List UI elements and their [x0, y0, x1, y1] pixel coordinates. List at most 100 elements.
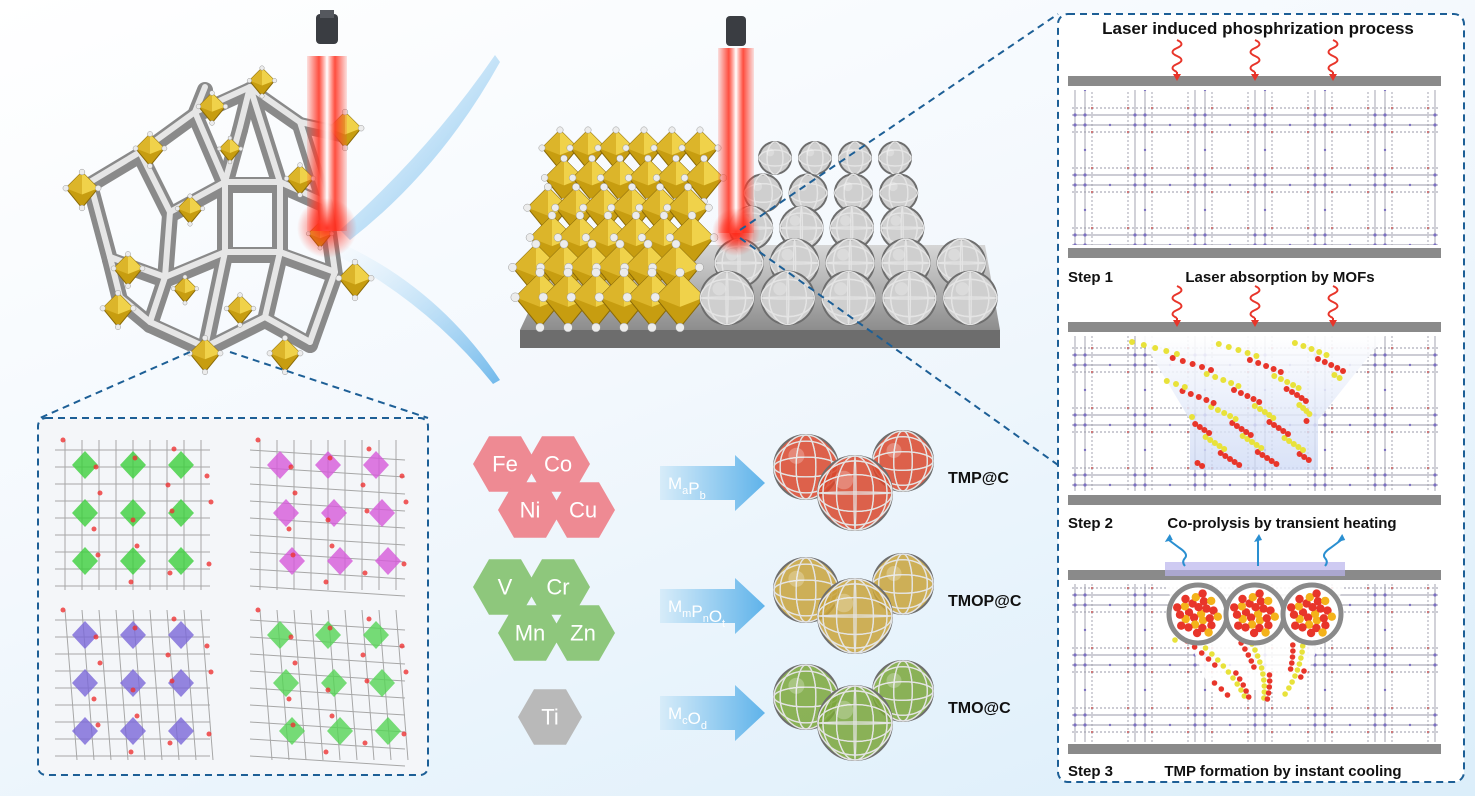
- particle: [1243, 688, 1249, 694]
- particle: [1169, 355, 1176, 361]
- process-panel: Laser induced phosphrization process Ste…: [1057, 13, 1465, 783]
- octahedron-node: [650, 267, 710, 333]
- particle: [1203, 371, 1210, 377]
- laser-beam-center: [718, 48, 754, 233]
- carbon-cage: [833, 173, 874, 213]
- particle: [1290, 441, 1297, 447]
- laser-wave-icon: [1327, 39, 1339, 81]
- mof-structures-inset: [37, 417, 429, 776]
- particle: [1255, 360, 1262, 366]
- element-symbol: Fe: [492, 452, 518, 477]
- crystal-structure: [249, 437, 409, 597]
- element-hexagon: Cr: [526, 559, 590, 615]
- particle: [1240, 682, 1246, 688]
- carbon-cage: [758, 141, 792, 175]
- particle: [1245, 694, 1252, 700]
- step-3-number: Step 3: [1068, 763, 1113, 780]
- product-label: TMOP@C: [948, 593, 1022, 610]
- particle: [1252, 647, 1258, 653]
- particle: [1209, 651, 1215, 657]
- bar: [1068, 495, 1441, 505]
- nanoparticle: [1223, 582, 1287, 646]
- particle: [1212, 662, 1218, 668]
- particles-stage2: [1129, 339, 1346, 469]
- particle: [1229, 420, 1236, 426]
- particle: [1251, 664, 1257, 670]
- element-hexagon: Ti: [518, 689, 582, 745]
- particle: [1263, 363, 1270, 369]
- octahedron-node: [335, 258, 375, 302]
- particle: [1207, 437, 1214, 443]
- particle: [1296, 661, 1303, 667]
- particle: [1215, 657, 1221, 663]
- particle: [1271, 422, 1277, 428]
- particle: [1260, 671, 1266, 677]
- particle: [1220, 663, 1227, 669]
- substrate-octahedra: [508, 126, 728, 333]
- particle: [1172, 637, 1178, 643]
- particle: [1237, 390, 1244, 396]
- particle: [1257, 406, 1263, 412]
- particle: [1298, 655, 1304, 661]
- particle: [1179, 358, 1186, 364]
- element-symbol: Cu: [569, 498, 597, 523]
- bar: [1068, 76, 1441, 86]
- formula: MaPb: [668, 474, 706, 502]
- particle: [1206, 430, 1213, 436]
- formula: MmPnOt: [668, 597, 725, 630]
- particle: [1251, 403, 1258, 409]
- carbon-cage: [699, 270, 755, 326]
- particle: [1258, 445, 1265, 451]
- particle: [1254, 449, 1261, 455]
- particle: [1163, 378, 1170, 384]
- particle: [1292, 673, 1298, 679]
- particle: [1234, 681, 1240, 687]
- particle: [1212, 374, 1219, 380]
- particle: [1221, 410, 1228, 416]
- particle: [1189, 414, 1195, 420]
- particle: [1295, 385, 1302, 391]
- particle: [1295, 444, 1302, 450]
- particle: [1231, 459, 1238, 465]
- particle: [1294, 392, 1300, 398]
- particle: [1214, 407, 1221, 413]
- particle: [1247, 432, 1254, 438]
- particle: [1334, 365, 1341, 371]
- octahedron-node: [678, 126, 722, 174]
- particle: [1211, 440, 1218, 446]
- particle: [1300, 343, 1307, 349]
- particle: [1236, 676, 1243, 682]
- particle: [1273, 461, 1280, 467]
- octahedron-node: [223, 292, 257, 328]
- bar: [1068, 744, 1441, 754]
- emission-arrows: [1164, 534, 1346, 567]
- particle: [1233, 423, 1240, 429]
- particle: [1249, 439, 1255, 445]
- particle: [1220, 377, 1227, 383]
- particle: [1236, 462, 1243, 468]
- particle: [1277, 369, 1284, 375]
- particle: [1228, 380, 1235, 386]
- particle: [1198, 650, 1205, 656]
- particle: [1299, 643, 1306, 649]
- laser-waves: [1171, 39, 1339, 327]
- particle: [1192, 421, 1199, 427]
- step-2-number: Step 2: [1068, 515, 1113, 532]
- element-symbol: V: [498, 575, 513, 600]
- particle: [1303, 418, 1310, 424]
- particle: [1218, 686, 1225, 692]
- laser-head-icon: [316, 14, 338, 44]
- particle: [1173, 351, 1180, 357]
- particle: [1289, 679, 1295, 685]
- particle: [1195, 394, 1202, 400]
- particle: [1243, 429, 1250, 435]
- particle: [1261, 677, 1267, 683]
- particle: [1298, 674, 1304, 680]
- particle: [1286, 685, 1292, 691]
- particle: [1287, 666, 1294, 672]
- zoom-connectors: [39, 13, 1059, 466]
- laser-wave-icon: [1327, 285, 1339, 327]
- carbon-cage: [878, 141, 912, 175]
- particle: [1289, 389, 1295, 395]
- particle: [1308, 346, 1315, 352]
